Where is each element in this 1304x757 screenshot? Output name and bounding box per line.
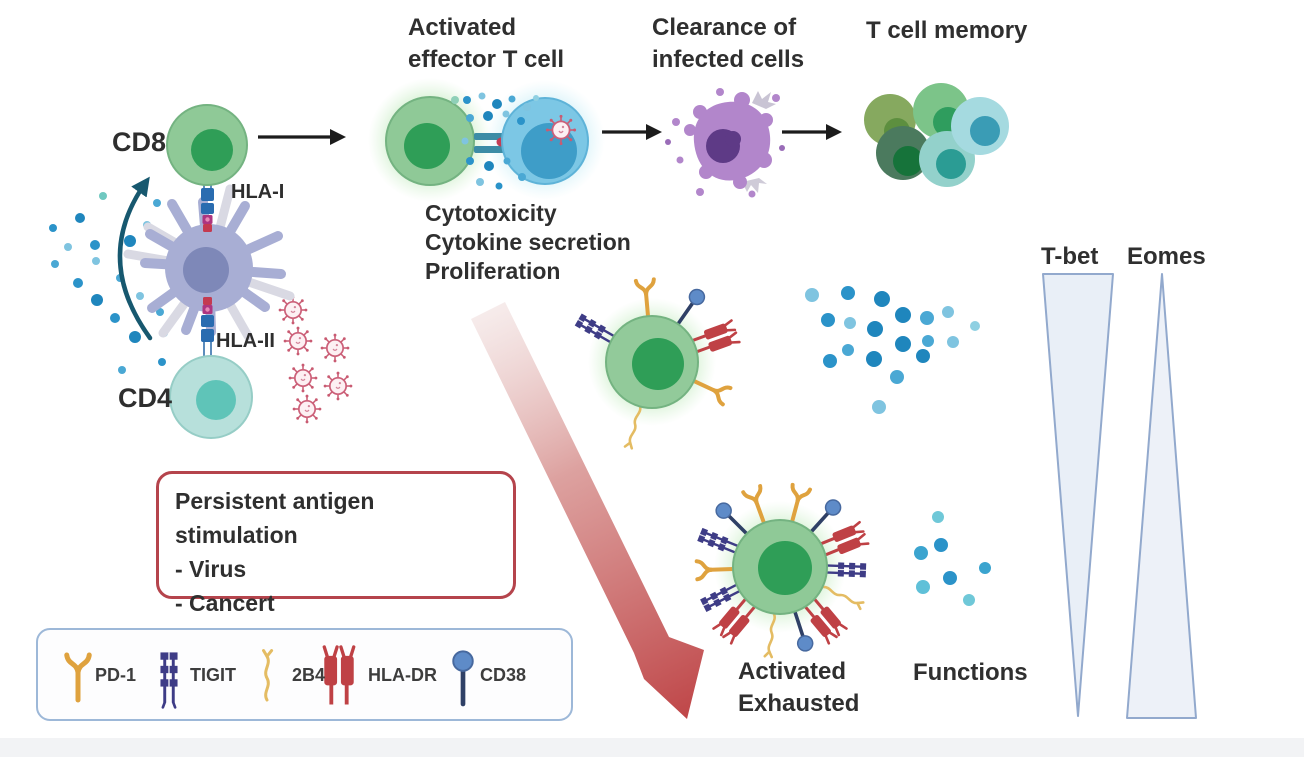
label-hla-ii: HLA-II [216, 330, 275, 352]
receptor-legend-box [36, 628, 573, 721]
label-eomes: Eomes [1127, 243, 1206, 270]
legend-label-cd38: CD38 [480, 665, 527, 685]
legend-label-hladr: HLA-DR [368, 665, 437, 685]
activated-t-cell-mid [573, 277, 741, 450]
hla-i-receptor [201, 173, 214, 232]
2b4-receptor-icon [262, 649, 274, 702]
cd4-t-cell [169, 355, 253, 439]
label-tbet: T-bet [1041, 243, 1099, 270]
persistent-antigen-stimulation-box: Persistent antigen stimulation - Virus -… [156, 471, 516, 616]
legend-label-tigit: TIGIT [190, 665, 236, 685]
cd38-receptor-icon [453, 651, 473, 704]
virus-particles [277, 294, 354, 425]
stimulation-box-title: Persistent antigen stimulation [175, 488, 375, 548]
legend-label-pd1: PD-1 [95, 665, 137, 685]
activated-effector-complex [368, 78, 605, 202]
synapse-cytokines [451, 92, 539, 190]
label-memory: T cell memory [866, 17, 1028, 44]
tigit-receptor-icon [158, 650, 180, 709]
label-cd4: CD4 [118, 383, 173, 413]
exhausted-t-cell [697, 482, 870, 659]
eomes-gradient-triangle [1126, 273, 1197, 719]
function-dots-abundant [805, 286, 980, 414]
exhaustion-arrow [471, 302, 704, 719]
pd1-receptor-icon [67, 655, 90, 700]
cd8-t-cell [166, 104, 248, 186]
hla-ii-receptor [201, 297, 214, 358]
label-functions: Functions [913, 659, 1028, 686]
label-activated-effector: Activated effector T cell [408, 14, 565, 73]
stimulation-box-item-cancer: - Cancert [175, 590, 275, 616]
stimulation-box-item-virus: - Virus [175, 556, 247, 582]
label-cd8: CD8 [112, 127, 167, 157]
label-activated-exhausted: Activated Exhausted [738, 658, 860, 717]
legend-label-2b4: 2B4 [292, 665, 326, 685]
effector-function-list: Cytotoxicity Cytokine secretion Prolifer… [425, 200, 631, 284]
tbet-gradient-triangle [1042, 273, 1114, 717]
infected-cell [501, 97, 589, 185]
hladr-receptor-icon [322, 645, 356, 707]
cytokine-cloud-left [49, 192, 182, 374]
background-strip [0, 738, 1304, 757]
label-hla-i: HLA-I [231, 181, 285, 203]
memory-cell-cluster [864, 83, 1009, 187]
label-clearance: Clearance of infected cells [652, 14, 805, 73]
activation-curved-arrow [117, 176, 153, 341]
apoptotic-infected-cell [665, 88, 785, 198]
function-dots-sparse [914, 511, 991, 606]
